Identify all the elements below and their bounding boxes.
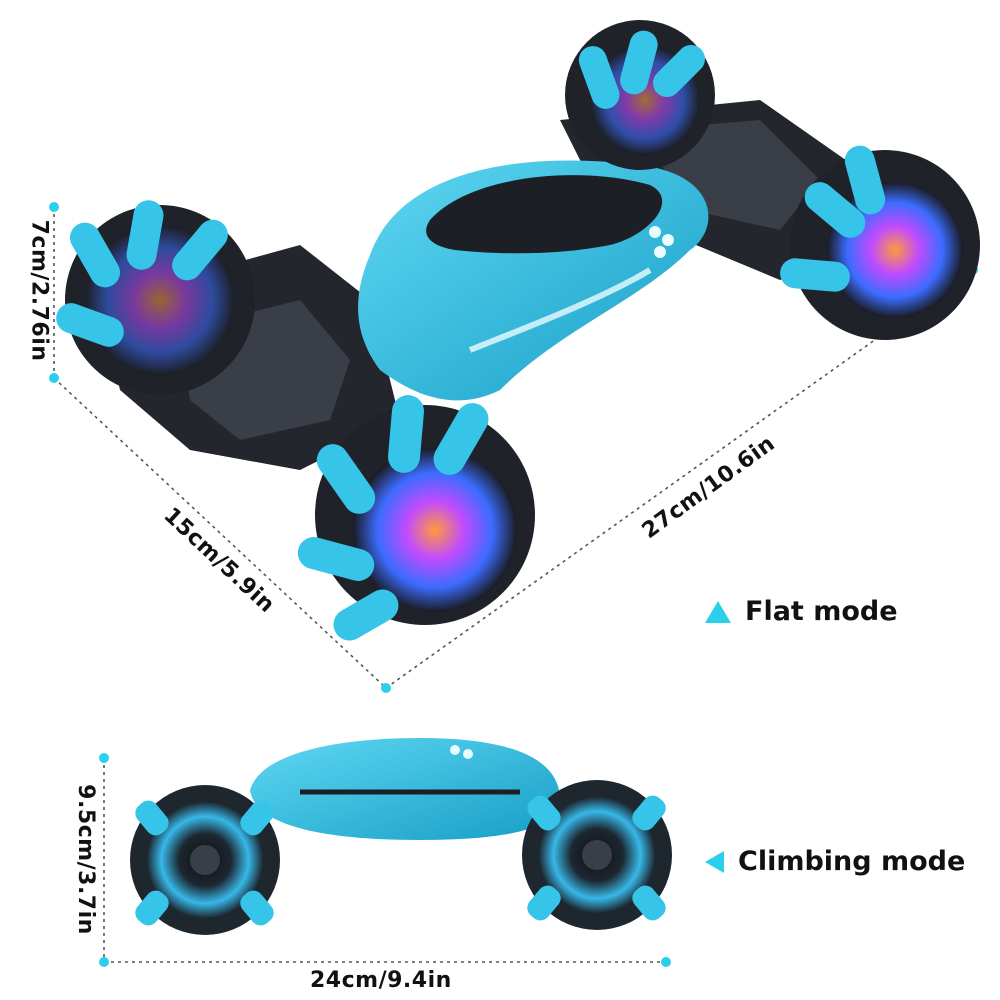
triangle-up-icon: [705, 600, 731, 623]
climbing-mode-label: Climbing mode: [705, 846, 965, 877]
climbing-mode-text: Climbing mode: [738, 846, 966, 877]
rc-car-flat-mode: [56, 20, 980, 641]
dimension-lines-climbing: [103, 758, 666, 963]
triangle-left-icon: [705, 850, 724, 873]
wheel-climbing-right: [522, 780, 672, 930]
wheel-back-right: [780, 145, 980, 340]
dimension-endpoints-climbing: [99, 753, 671, 967]
wheel-front-right: [297, 395, 535, 641]
dimension-height-flat: 7cm/2.76in: [26, 219, 52, 362]
dimension-length-climbing: 24cm/9.4in: [310, 968, 452, 993]
wheel-back-left: [565, 20, 715, 170]
flat-mode-text: Flat mode: [745, 596, 898, 627]
wheel-climbing-left: [130, 785, 280, 935]
dimension-height-climbing: 9.5cm/3.7in: [72, 784, 98, 935]
rc-car-climbing-mode: [130, 738, 672, 935]
dimension-endpoints-flat: [49, 202, 978, 693]
dimension-lines-flat: [53, 207, 974, 689]
flat-mode-label: Flat mode: [705, 596, 898, 627]
wheel-front-left: [56, 200, 255, 395]
